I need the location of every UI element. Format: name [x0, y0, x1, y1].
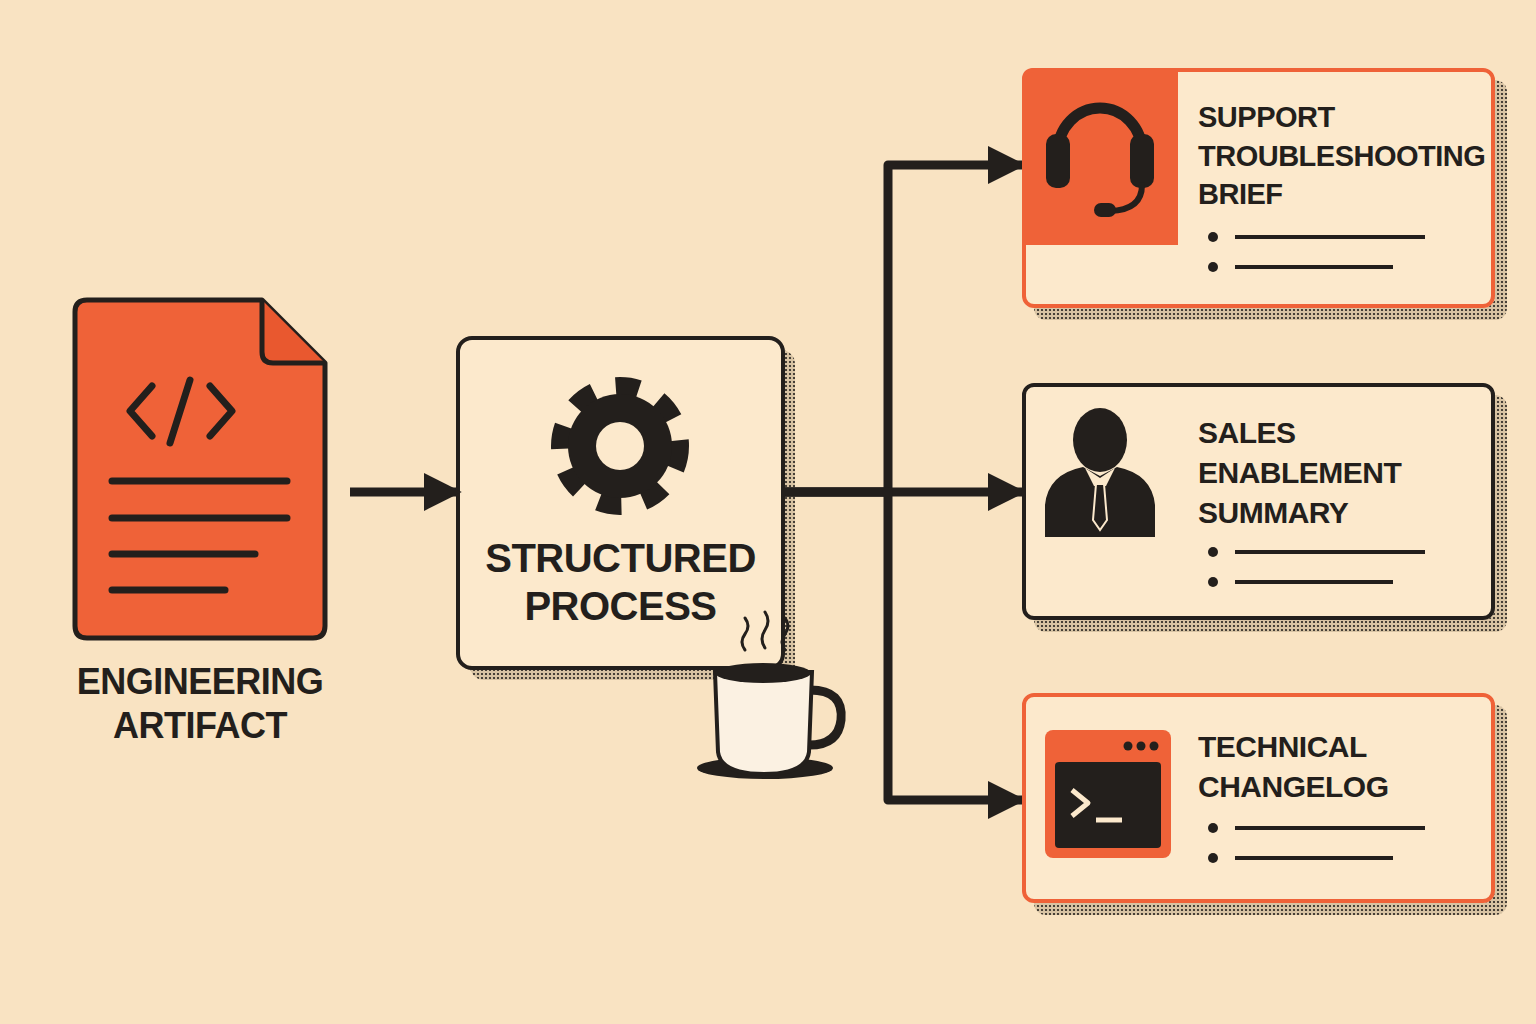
flow-arrow — [350, 488, 458, 497]
person-icon — [1045, 408, 1155, 537]
flow-arrow — [783, 492, 1022, 800]
node-label: TECHNICAL CHANGELOG — [1198, 727, 1488, 807]
coffee-mug — [697, 612, 841, 779]
headset-icon — [1046, 108, 1154, 217]
node-label: ENGINEERING ARTIFACT — [50, 660, 350, 748]
bullet-lines — [1208, 232, 1425, 863]
process-box-frame — [458, 338, 795, 680]
process-box: STRUCTURED PROCESS — [458, 338, 783, 668]
output-card: TECHNICAL CHANGELOG — [1022, 693, 1495, 903]
output-card: SALES ENABLEMENT SUMMARY — [1022, 383, 1495, 620]
flow-arrow — [783, 165, 1022, 492]
document-icon — [75, 300, 325, 638]
node-label: STRUCTURED PROCESS — [466, 534, 775, 630]
card-frames — [1022, 68, 1507, 915]
gear-icon — [563, 389, 677, 503]
output-card: SUPPORT TROUBLESHOOTING BRIEF — [1022, 68, 1495, 308]
terminal-icon — [1045, 730, 1171, 858]
node-label: SUPPORT TROUBLESHOOTING BRIEF — [1198, 98, 1488, 214]
document-node: ENGINEERING ARTIFACT — [50, 300, 350, 755]
node-label: SALES ENABLEMENT SUMMARY — [1198, 413, 1488, 533]
